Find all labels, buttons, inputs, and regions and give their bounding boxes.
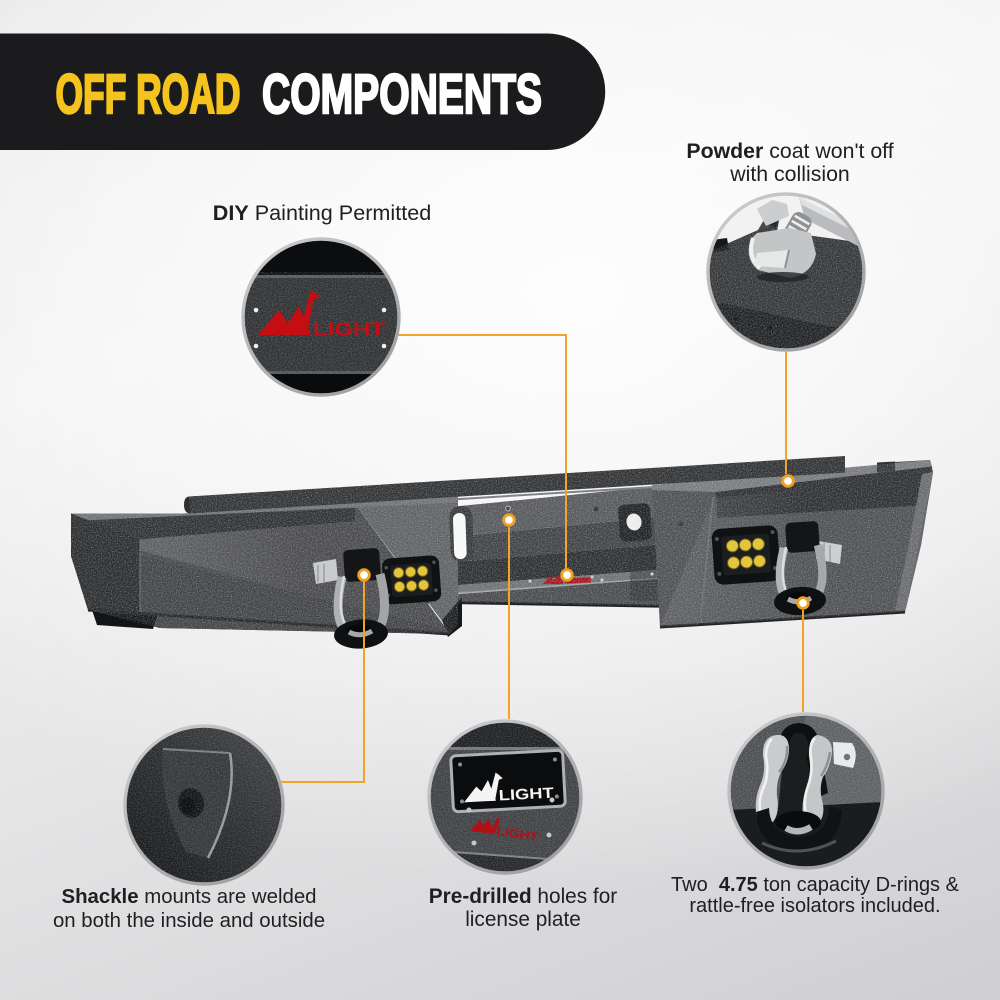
svg-text:LIGHT: LIGHT [496,824,540,845]
svg-text:LIGHT: LIGHT [313,320,385,340]
svg-text:LIGHT: LIGHT [498,785,554,805]
svg-text:COMPONENTS: COMPONENTS [262,62,542,125]
svg-text:OFF ROAD: OFF ROAD [56,62,241,125]
